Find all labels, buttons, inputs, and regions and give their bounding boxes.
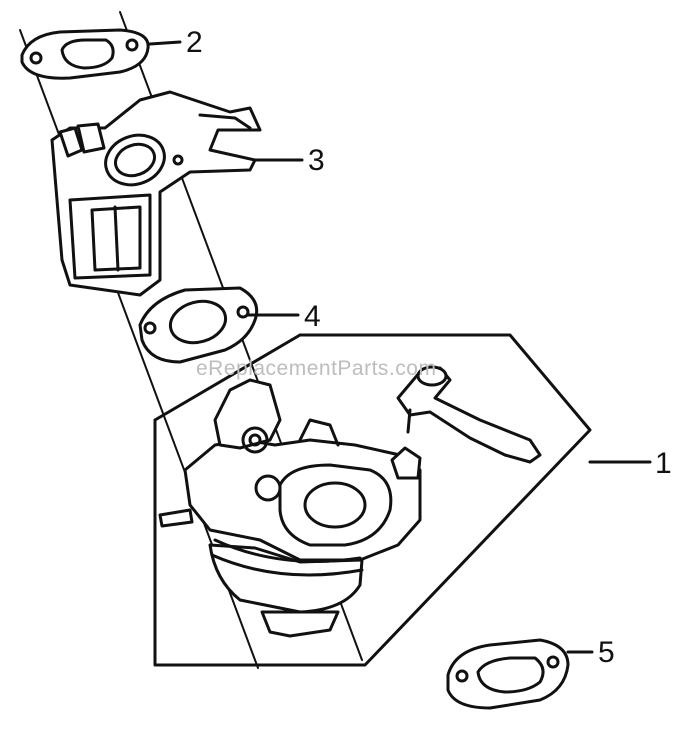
insulator-plate xyxy=(50,90,262,297)
carburetor-body xyxy=(158,378,422,638)
assembly-bracket xyxy=(153,333,592,667)
leader-lines xyxy=(148,40,652,654)
watermark-text: eReplacementParts.com xyxy=(196,357,436,380)
gasket-top xyxy=(20,28,150,80)
callout-number-1: 1 xyxy=(655,447,672,480)
choke-lever xyxy=(396,365,542,464)
callout-number-2: 2 xyxy=(186,26,203,59)
gasket-middle xyxy=(138,286,259,364)
callout-number-4: 4 xyxy=(304,300,321,333)
gasket-bottom xyxy=(446,638,570,710)
callout-number-5: 5 xyxy=(598,636,615,669)
callout-number-3: 3 xyxy=(308,144,325,177)
